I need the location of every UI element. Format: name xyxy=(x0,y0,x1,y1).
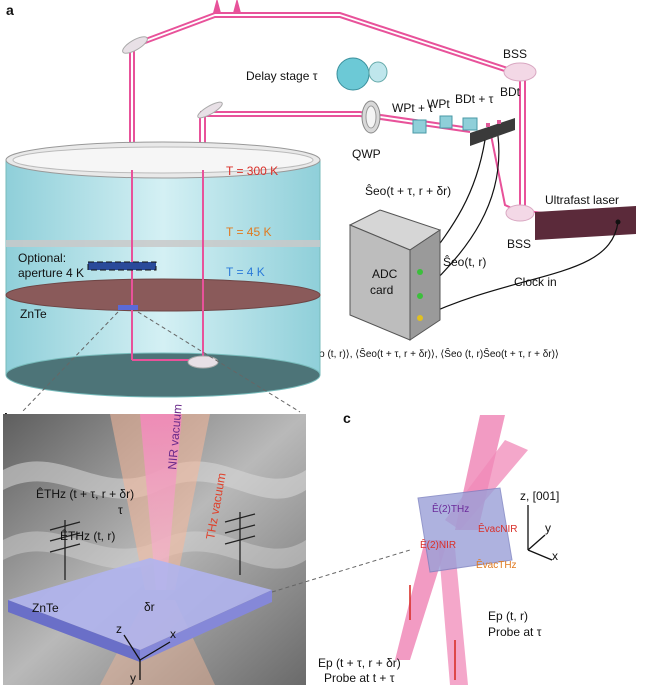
tau-label-b: τ xyxy=(118,503,123,517)
mirror-top-left xyxy=(122,36,148,54)
z-axis-c: z, [001] xyxy=(520,489,559,503)
laser-label: Ultrafast laser xyxy=(545,193,619,207)
wp-tau-cube xyxy=(412,119,427,134)
ep-t-label: Ep (t, r) xyxy=(488,609,528,623)
optional-label-2: aperture 4 K xyxy=(18,266,84,280)
adc-port-2 xyxy=(417,293,423,299)
optional-label-1: Optional: xyxy=(18,251,66,265)
correlations-label: ⟨Ŝeo (t, r)⟩, ⟨Ŝeo(t + τ, r + δr)⟩, ⟨Ŝeo… xyxy=(303,347,559,360)
ultrafast-laser-box xyxy=(535,206,636,240)
pulse-spike-1 xyxy=(213,0,221,13)
bd-tau-label: BDt + τ xyxy=(455,92,494,106)
field-arrows-c xyxy=(409,585,456,680)
clock-label: Clock in xyxy=(514,275,557,289)
probe-tau-label: Probe at τ xyxy=(488,625,542,639)
wp-t-cube xyxy=(439,115,453,129)
y-axis-c: y xyxy=(545,521,551,535)
axis-z-b: z xyxy=(116,622,122,636)
s-eo-t-label: Ŝeo(t, r) xyxy=(443,254,486,269)
t45-label: T = 45 K xyxy=(226,225,271,239)
detector-block xyxy=(470,118,515,146)
bss-bottom-icon xyxy=(505,204,535,222)
s-eo-tau-label: Ŝeo(t + τ, r + δr) xyxy=(365,183,451,198)
ep-tau-label: Ep (t + τ, r + δr) xyxy=(318,656,401,670)
cryostat xyxy=(5,141,321,398)
e-thz2-label: Ê(2)THz xyxy=(432,502,469,515)
adc-card-side xyxy=(409,229,441,341)
thz-field-lines xyxy=(49,512,256,580)
axes-b xyxy=(123,634,171,680)
znte-label-b: ZnTe xyxy=(32,601,59,615)
e-nir-vac-label: ÊvacNIR xyxy=(478,522,517,535)
adc-label-1: ADC xyxy=(372,267,398,281)
aperture-4k xyxy=(87,261,157,271)
delay-stage-label: Delay stage τ xyxy=(246,69,318,83)
pulse-spike-2 xyxy=(233,0,241,13)
bd-tau-cube xyxy=(462,117,478,131)
cryostat-beams xyxy=(131,170,210,361)
adc-port-3 xyxy=(417,315,423,321)
coldplate-4k xyxy=(5,278,321,312)
axis-y-b: y xyxy=(130,671,136,685)
dr-label: δr xyxy=(144,600,155,614)
bss-bottom-label: BSS xyxy=(507,237,531,251)
probe-t-tau-label: Probe at t + τ xyxy=(324,671,395,685)
adc-label-2: card xyxy=(370,283,393,297)
delay-stage-mirror xyxy=(368,61,388,83)
bd-t-label: BDt xyxy=(500,85,521,99)
qwp-label: QWP xyxy=(352,147,381,161)
nir-vacuum-label: NIR vacuum xyxy=(165,403,185,470)
delay-stage-icon xyxy=(336,57,370,91)
e-nir2-label: Ê(2)NIR xyxy=(420,538,456,551)
axis-x-b: x xyxy=(170,627,176,641)
e-thz-tau-label: ÊTHz (t + τ, r + δr) xyxy=(36,486,134,501)
shield-45k xyxy=(6,240,320,247)
panel-label-a: a xyxy=(6,2,14,18)
t4-label: T = 4 K xyxy=(226,265,265,279)
wp-t-label: WPt xyxy=(427,97,450,111)
panel-b-image xyxy=(3,414,306,685)
bss-top-icon xyxy=(503,62,537,82)
t300-label: T = 300 K xyxy=(226,164,278,178)
axes-c xyxy=(527,505,553,561)
adc-port-1 xyxy=(417,269,423,275)
mirror-mid xyxy=(197,101,223,119)
e-thz-vac-label: ÊvacTHz xyxy=(476,558,517,571)
znte-crystal-c xyxy=(417,487,513,573)
panel-label-c: c xyxy=(343,410,351,426)
x-axis-c: x xyxy=(552,549,558,563)
znte-label-a: ZnTe xyxy=(20,307,47,321)
e-thz-t-label: ÊTHz (t, r) xyxy=(60,528,115,543)
znte-crystal-a xyxy=(118,305,138,310)
bss-top-label: BSS xyxy=(503,47,527,61)
wp-tau-label: WPt + τ xyxy=(392,101,433,115)
